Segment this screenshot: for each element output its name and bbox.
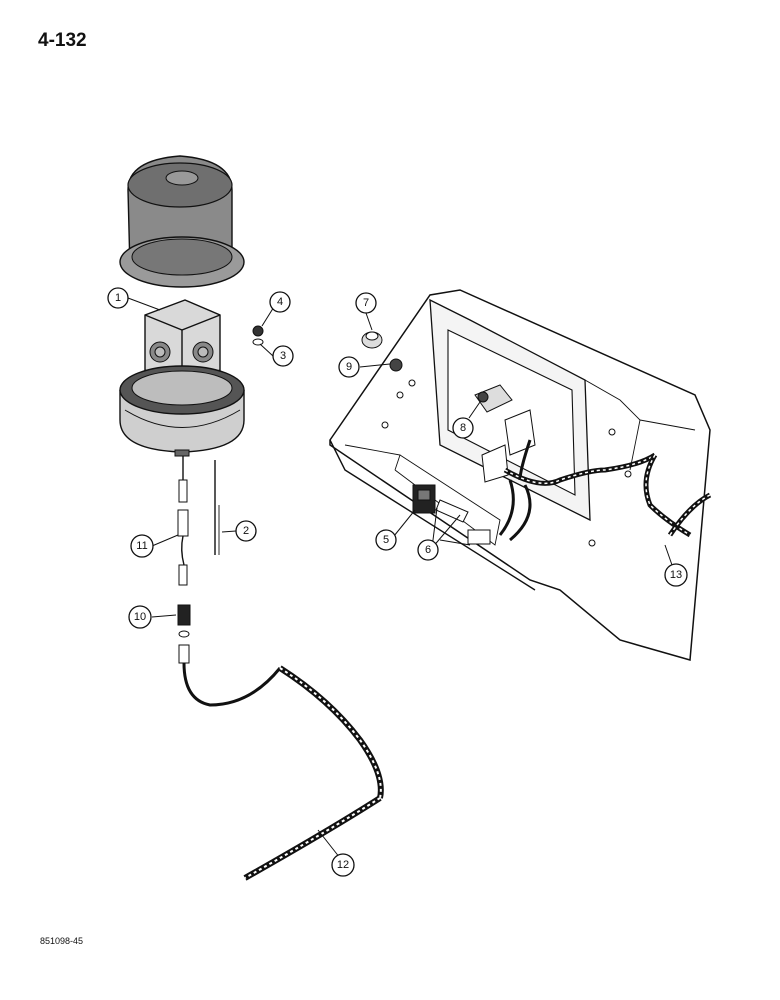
callout-13: 13	[664, 563, 688, 587]
panel-wiring	[498, 439, 657, 542]
nut	[252, 325, 264, 337]
callout-4: 4	[269, 291, 291, 313]
washer	[252, 338, 264, 346]
callout-9: 9	[338, 356, 360, 378]
svg-text:10: 10	[134, 611, 146, 623]
svg-text:3: 3	[280, 350, 286, 362]
beacon-lead-wire	[177, 456, 191, 664]
callout-2: 2	[235, 520, 257, 542]
callout-6: 6	[417, 539, 439, 561]
svg-text:8: 8	[460, 422, 466, 434]
svg-text:11: 11	[136, 540, 147, 552]
callout-5: 5	[375, 529, 397, 551]
svg-text:12: 12	[337, 859, 349, 871]
rocker-switch	[474, 384, 536, 483]
callout-7: 7	[355, 292, 377, 314]
switch-nut	[389, 358, 403, 372]
svg-text:13: 13	[670, 569, 682, 581]
beacon-lens-dome	[119, 155, 245, 288]
switch-knob	[361, 331, 383, 349]
callout-11: 11	[130, 534, 154, 558]
lamp-cube-assembly	[144, 299, 221, 386]
beacon-base	[119, 365, 245, 457]
wiring-harness	[182, 662, 384, 881]
callout-12: 12	[331, 853, 355, 877]
svg-text:2: 2	[243, 525, 249, 537]
svg-text:1: 1	[115, 292, 121, 304]
rear-harness	[643, 453, 712, 538]
svg-text:4: 4	[277, 296, 283, 308]
svg-text:6: 6	[425, 544, 431, 556]
svg-text:9: 9	[346, 361, 352, 373]
callout-8: 8	[452, 417, 474, 439]
svg-text:5: 5	[383, 534, 389, 546]
callout-1: 1	[107, 287, 129, 309]
callout-3: 3	[272, 345, 294, 367]
svg-text:7: 7	[363, 297, 369, 309]
relay-connector	[412, 484, 491, 546]
page-number: 4-132	[38, 30, 87, 51]
callout-10: 10	[128, 605, 152, 629]
figure-code: 851098-45	[40, 936, 84, 946]
